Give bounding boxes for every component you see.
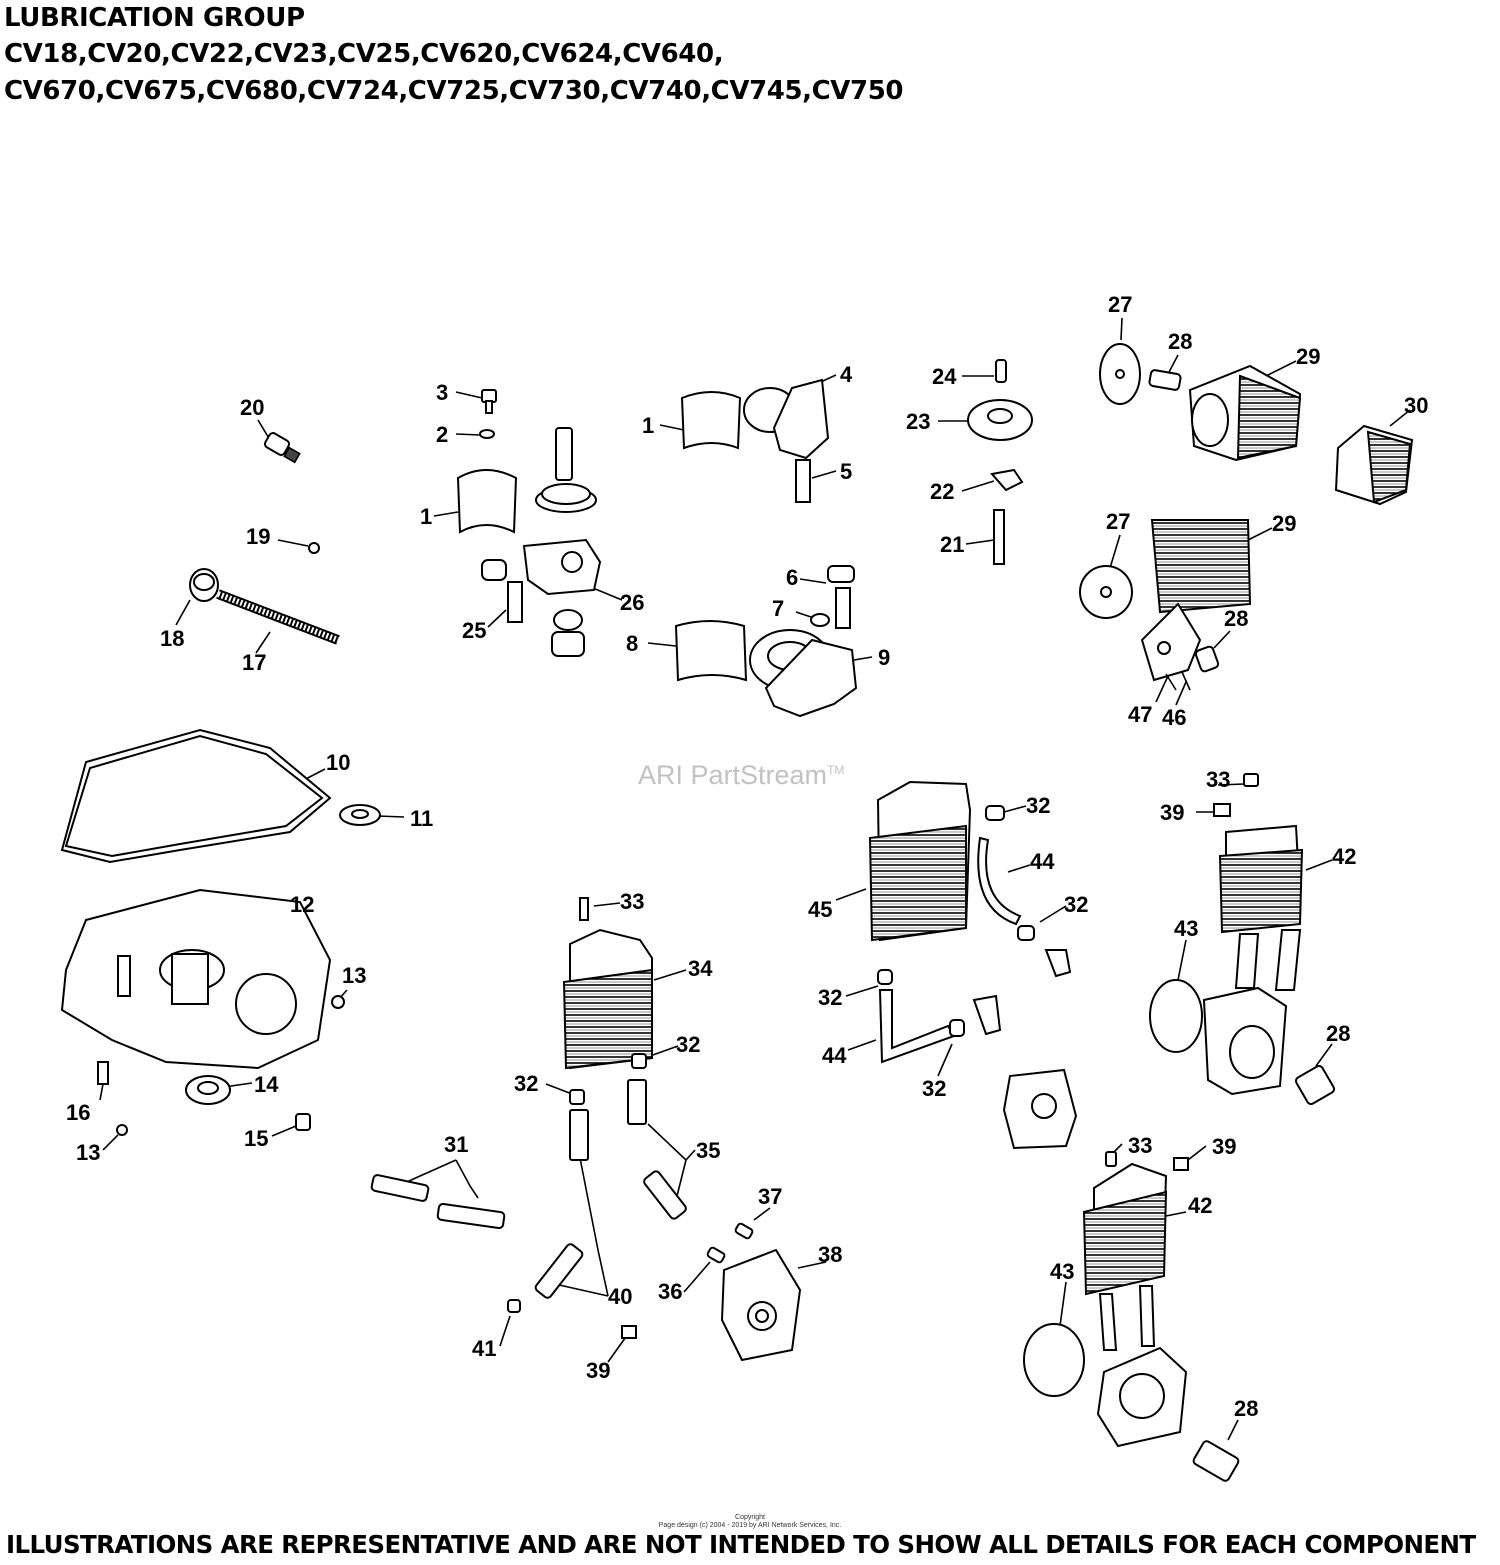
oil-screen xyxy=(680,391,742,450)
oil-cooler xyxy=(1140,519,1252,682)
callout-31: 31 xyxy=(444,1132,468,1157)
oil-cooler xyxy=(1082,1162,1188,1448)
callout-13: 13 xyxy=(342,963,366,988)
oil-cooler xyxy=(562,928,653,1070)
copyright-notice: Copyright Page design (c) 2004 - 2019 by… xyxy=(600,1514,900,1530)
trademark-mark: TM xyxy=(827,763,845,777)
callout-17: 17 xyxy=(242,650,266,675)
callout-7: 7 xyxy=(772,596,784,621)
callout-5: 5 xyxy=(840,459,852,484)
callout-26: 26 xyxy=(620,590,644,615)
callout-10: 10 xyxy=(326,750,350,775)
callout-43: 43 xyxy=(1050,1259,1074,1284)
callout-29: 29 xyxy=(1296,344,1320,369)
callout-11: 11 xyxy=(410,806,433,831)
callout-12: 12 xyxy=(290,892,314,917)
callout-14: 14 xyxy=(254,1072,279,1097)
oil-screen xyxy=(674,620,748,682)
callout-3: 3 xyxy=(436,380,448,405)
model-list-line-2: CV670,CV675,CV680,CV724,CV725,CV730,CV74… xyxy=(4,76,904,106)
callout-35: 35 xyxy=(696,1138,720,1163)
callout-32: 32 xyxy=(676,1032,700,1057)
callout-13: 13 xyxy=(76,1140,100,1165)
callout-33: 33 xyxy=(620,889,644,914)
callout-28: 28 xyxy=(1234,1396,1258,1421)
callout-24: 24 xyxy=(932,364,957,389)
oil-cooler-adapter xyxy=(1188,364,1302,462)
callout-37: 37 xyxy=(758,1184,782,1209)
callout-28: 28 xyxy=(1168,329,1192,354)
callout-1: 1 xyxy=(642,413,654,438)
callout-32: 32 xyxy=(922,1076,946,1101)
callout-25: 25 xyxy=(462,618,486,643)
callout-16: 16 xyxy=(66,1100,90,1125)
oil-pressure-switch xyxy=(263,432,301,464)
callout-43: 43 xyxy=(1174,916,1198,941)
callout-32: 32 xyxy=(818,985,842,1010)
callout-40: 40 xyxy=(608,1284,632,1309)
callout-27: 27 xyxy=(1108,292,1132,317)
oil-pump-assembly xyxy=(481,427,602,657)
callout-29: 29 xyxy=(1272,511,1296,536)
callout-32: 32 xyxy=(1064,892,1088,917)
disclaimer-footer: ILLUSTRATIONS ARE REPRESENTATIVE AND ARE… xyxy=(6,1530,1476,1559)
copyright-line-2: Page design (c) 2004 - 2019 by ARI Netwo… xyxy=(658,1522,842,1529)
callout-38: 38 xyxy=(818,1242,842,1267)
oil-cooler xyxy=(868,780,972,942)
callout-32: 32 xyxy=(514,1071,538,1096)
callout-34: 34 xyxy=(688,956,713,981)
callout-4: 4 xyxy=(840,362,853,387)
callout-46: 46 xyxy=(1162,705,1186,730)
threaded-stud xyxy=(216,591,340,643)
oil-cooler-adapter xyxy=(1002,1068,1078,1150)
oil-cooler xyxy=(1202,824,1304,1096)
callout-41: 41 xyxy=(472,1336,496,1361)
callout-39: 39 xyxy=(1212,1134,1236,1159)
callout-28: 28 xyxy=(1224,606,1248,631)
callout-18: 18 xyxy=(160,626,184,651)
watermark: ARI PartStreamTM xyxy=(638,760,844,791)
diagram-title: LUBRICATION GROUP xyxy=(4,3,305,33)
o-ring xyxy=(1023,1323,1085,1397)
watermark-text: ARI PartStream xyxy=(638,760,828,790)
callout-15: 15 xyxy=(244,1126,268,1151)
callout-20: 20 xyxy=(240,395,264,420)
callout-22: 22 xyxy=(930,479,954,504)
callout-45: 45 xyxy=(808,897,832,922)
oil-screen xyxy=(456,469,518,534)
callout-39: 39 xyxy=(1160,800,1184,825)
oil-pump-housing xyxy=(749,629,858,718)
callout-30: 30 xyxy=(1404,393,1428,418)
bushing xyxy=(189,568,219,602)
callout-9: 9 xyxy=(878,645,890,670)
callout-2: 2 xyxy=(436,422,448,447)
o-ring xyxy=(1149,979,1203,1053)
callout-32: 32 xyxy=(1026,793,1050,818)
callout-21: 21 xyxy=(940,532,964,557)
callout-33: 33 xyxy=(1128,1133,1152,1158)
callout-1: 1 xyxy=(420,504,432,529)
callout-44: 44 xyxy=(1030,849,1055,874)
pipe-plug xyxy=(308,542,320,554)
closure-plate xyxy=(60,888,332,1070)
callout-39: 39 xyxy=(586,1358,610,1383)
model-list-line-1: CV18,CV20,CV22,CV23,CV25,CV620,CV624,CV6… xyxy=(4,39,724,69)
callout-47: 47 xyxy=(1128,702,1152,727)
callout-6: 6 xyxy=(786,565,798,590)
oil-filter-adapter xyxy=(720,1248,802,1362)
callout-19: 19 xyxy=(246,524,270,549)
oil-filter xyxy=(1334,424,1414,506)
callout-42: 42 xyxy=(1188,1193,1212,1218)
callout-33: 33 xyxy=(1206,767,1230,792)
oil-pump-gear-housing xyxy=(743,378,830,503)
callout-23: 23 xyxy=(906,409,930,434)
callout-28: 28 xyxy=(1326,1021,1350,1046)
callout-42: 42 xyxy=(1332,844,1356,869)
callout-36: 36 xyxy=(658,1279,682,1304)
callout-8: 8 xyxy=(626,631,638,656)
copyright-line-1: Copyright xyxy=(735,1514,765,1521)
callout-44: 44 xyxy=(822,1043,847,1068)
callout-27: 27 xyxy=(1106,509,1130,534)
